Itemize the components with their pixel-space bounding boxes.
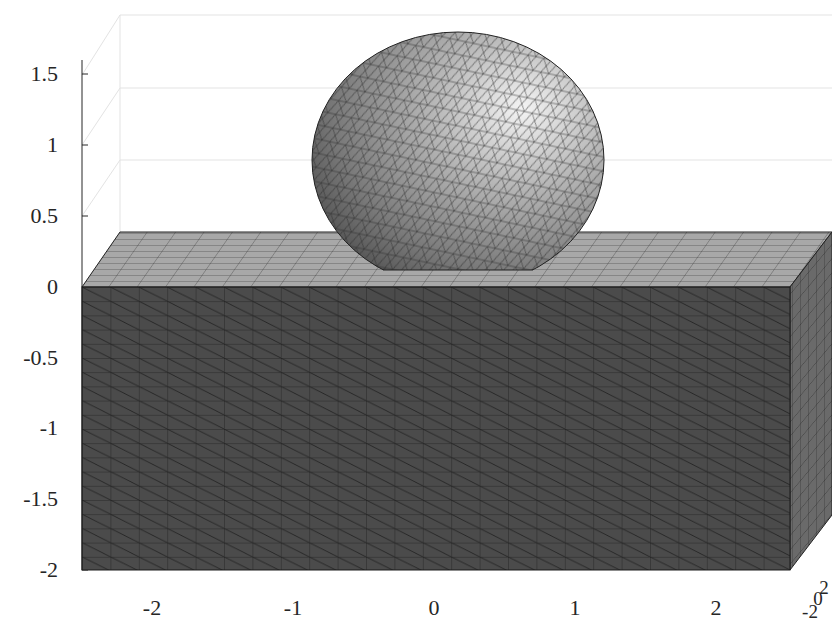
sphere-mesh <box>312 32 604 270</box>
tick-label: -2 <box>143 597 161 619</box>
block-front <box>82 287 790 570</box>
tick-label: 1 <box>570 597 581 619</box>
tick-label: -1 <box>284 597 302 619</box>
tick-label: 0 <box>47 276 58 298</box>
block-side <box>790 232 832 570</box>
tick-label: -1 <box>40 417 58 439</box>
axis-grid <box>82 15 832 287</box>
tick-label: -1.5 <box>23 488 58 510</box>
tick-label: 2 <box>819 578 829 597</box>
tick-label: 1.5 <box>31 63 59 85</box>
tick-label: -0.5 <box>23 347 58 369</box>
tick-label: 0.5 <box>31 205 59 227</box>
tick-label: 2 <box>711 597 722 619</box>
tick-label: 0 <box>429 597 440 619</box>
tick-label: 1 <box>47 134 58 156</box>
tick-label: -2 <box>40 559 58 581</box>
